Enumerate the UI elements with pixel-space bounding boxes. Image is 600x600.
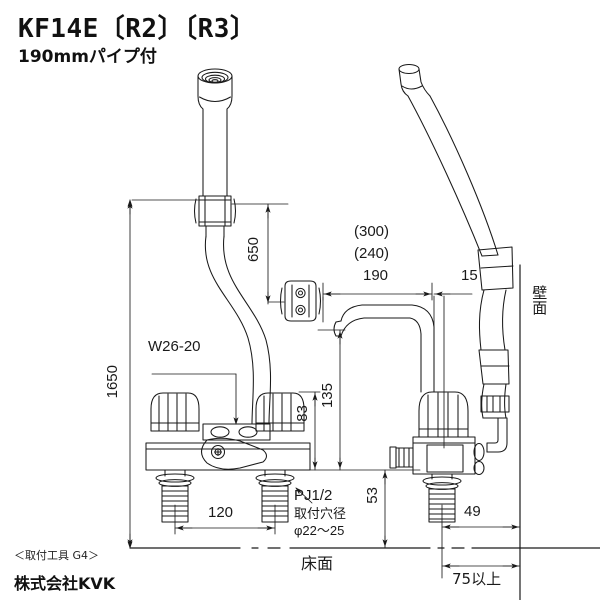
dim-label-53: 53 [364,487,381,504]
handshower-left [193,68,237,238]
dim-label-83: 83 [294,405,311,422]
footer-company: 株式会社KVK [14,574,116,593]
dim-label-75-min: 75以上 [452,570,502,588]
page-title: KF14E〔R2〕〔R3〕 [18,14,257,44]
dim-label-15: 15 [461,267,478,284]
footer-tool-note: ＜取付工具 G4＞ [14,549,100,562]
faucet-body-right [389,391,485,523]
dim-label-reach-240: (240) [354,245,390,262]
hose-hanger-bracket [279,280,322,322]
dim-label-pj12: PJ1/2 [294,487,333,504]
leader-pj12 [295,487,313,504]
dim-label-hole-text: 取付穴径 [294,507,347,522]
dim-83 [298,391,421,471]
dim-label-650: 650 [245,237,262,263]
dim-135 [317,329,346,471]
dim-label-49: 49 [464,503,481,520]
dim-label-120: 120 [208,504,234,521]
dim-650 [231,203,289,305]
dim-190-15 [322,282,473,449]
dim-label-135: 135 [319,383,336,409]
page-subtitle: 190mmパイプ付 [18,47,157,67]
dim-label-hole-diameter: φ22～25 [294,523,345,538]
label-wall: 壁面 [530,285,549,315]
label-floor: 床面 [301,554,334,573]
dim-1650 [127,199,206,549]
faucet-body-left [145,392,311,523]
dim-label-reach-190: 190 [363,267,389,284]
dim-120 [174,504,276,535]
dim-label-reach-300: (300) [354,223,390,240]
dim-label-w26-20: W26-20 [148,338,201,355]
dim-label-1650: 1650 [104,365,121,399]
spout-gooseneck [333,304,435,393]
dim-49 [441,504,521,579]
leader-w26-20 [151,373,239,425]
wall-shower-riser [398,63,514,453]
shower-hose [204,235,272,425]
